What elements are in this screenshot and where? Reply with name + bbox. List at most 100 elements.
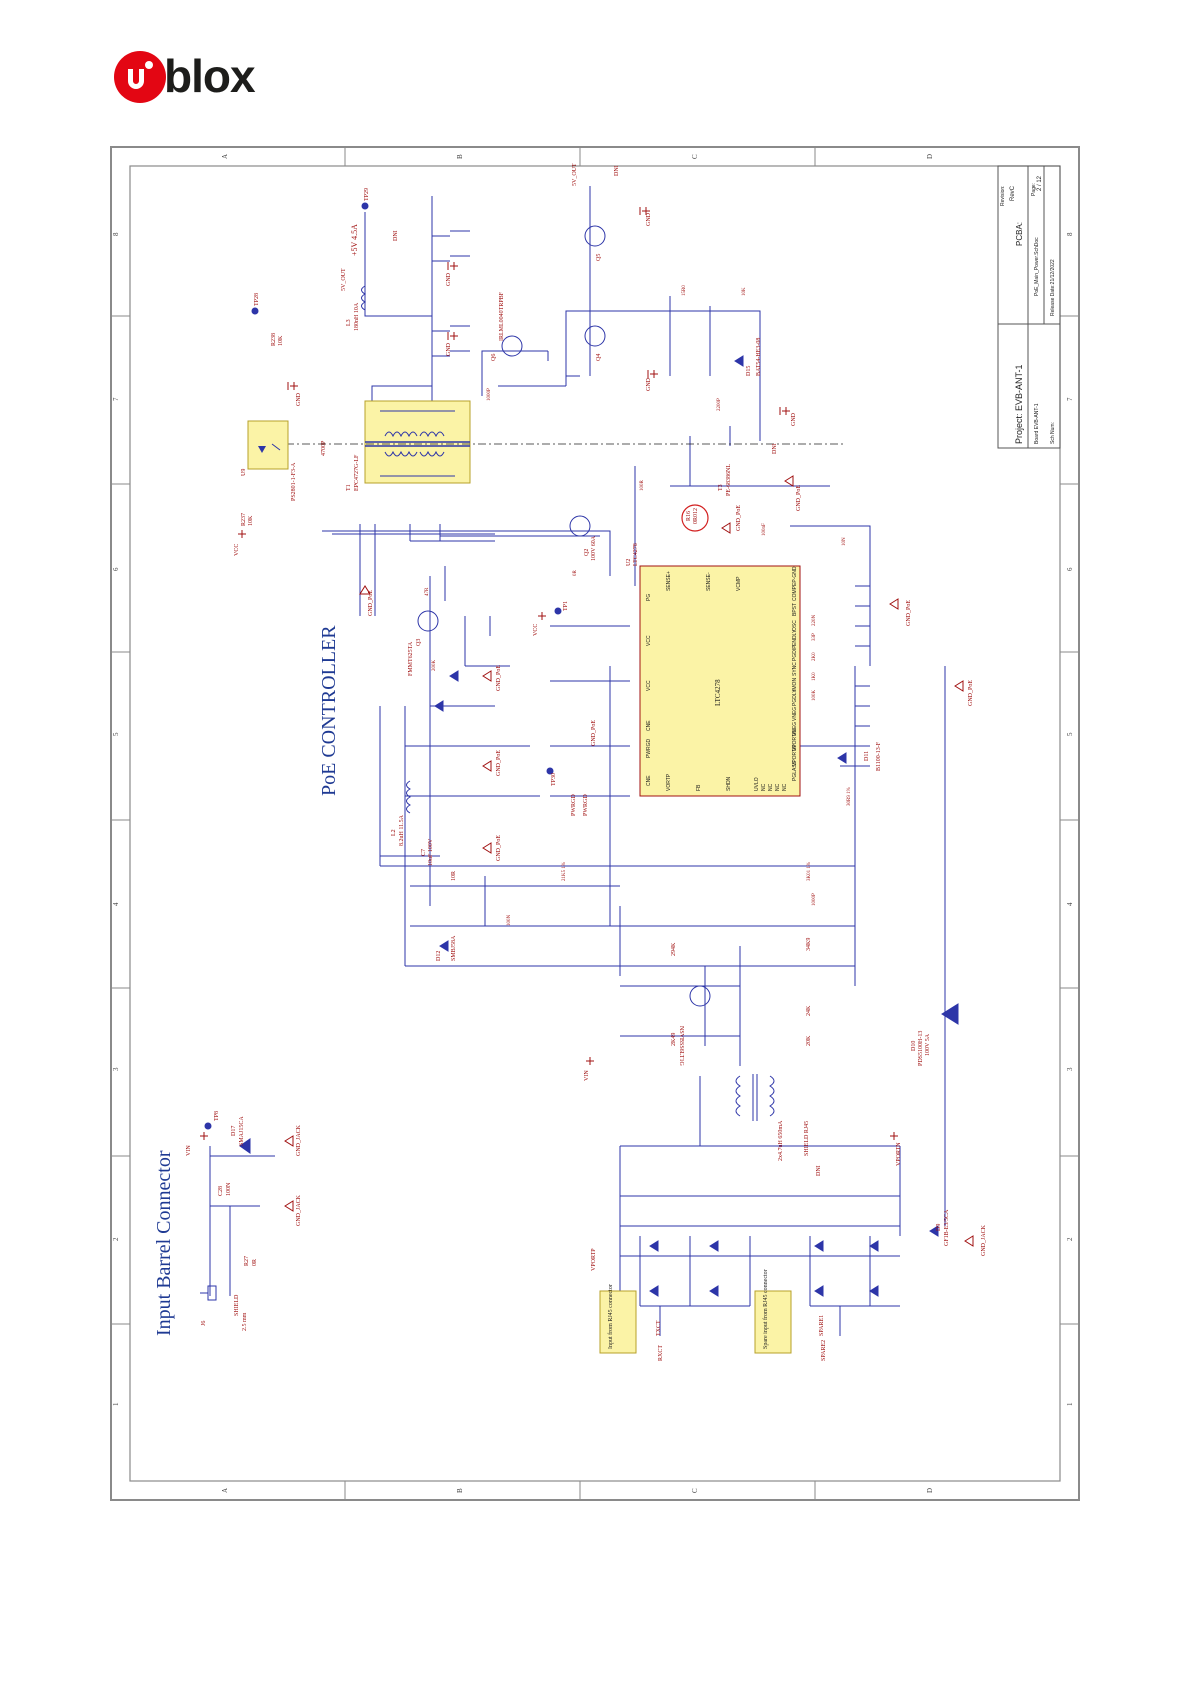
res-value-1: 15R0 <box>682 285 687 296</box>
border-number-6: 6 <box>112 567 120 571</box>
pin-right-2: FB <box>696 784 702 791</box>
border-letter-c-bottom: C <box>691 1488 699 1493</box>
net-vportp: VPORTP <box>591 1248 597 1271</box>
pin-right-3: SHDN <box>726 776 732 791</box>
net-gnd-jack-1: GND_JACK <box>296 1124 302 1156</box>
q4-ref: Q4 <box>596 354 602 361</box>
border-letter-b-bottom: B <box>456 1488 464 1493</box>
ic-ref: U2 <box>626 559 632 566</box>
border-number-3: 3 <box>112 1067 120 1071</box>
net-gnd-jack-3: GND_JACK <box>981 1224 987 1256</box>
cap-value-5: 10N <box>842 537 847 546</box>
diodes <box>239 355 959 1297</box>
res-value-6: 100K <box>812 690 817 702</box>
dni-label-3: DNI <box>772 443 778 454</box>
inductor-l1 <box>735 1074 775 1121</box>
q2-ref: Q2 <box>584 549 590 556</box>
optocoupler-u9: U9 PS2801-1-F3-A <box>241 420 297 501</box>
tp30-dot <box>546 767 554 775</box>
border-number-1-right: 1 <box>1066 1402 1074 1406</box>
res-value-10: 47R <box>425 587 430 596</box>
tp30-label: TP30 <box>551 773 557 786</box>
cap-value-6: 220N <box>812 615 817 627</box>
d12-diode <box>439 940 449 952</box>
net-spare1: SPARE1 <box>819 1315 825 1336</box>
net-gnd-3: GND <box>646 212 652 226</box>
u9-part: PS2801-1-F3-A <box>291 462 297 501</box>
pin-label-4: ENDLY <box>792 629 798 646</box>
d10-ref: D10 <box>911 1041 917 1051</box>
net-gnd-6: GND <box>296 392 302 406</box>
schematic-svg: A B C D A B C D 1 2 3 4 5 6 7 8 1 2 3 <box>110 146 1080 1501</box>
d1-diode <box>649 1240 659 1252</box>
net-vportn: VPORTN <box>896 1142 902 1166</box>
border-letter-d-bottom: D <box>926 1488 934 1493</box>
title-project: Project: EVB-ANT-1 <box>1014 364 1024 444</box>
border-letter-a: A <box>221 154 229 159</box>
ublox-logo: blox <box>112 45 272 109</box>
tp28-dot <box>251 307 259 315</box>
net-gnd-5: GND <box>791 412 797 426</box>
tp1-label: TP1 <box>563 601 569 611</box>
d17-diode <box>239 1138 251 1154</box>
q4-body <box>584 325 606 347</box>
net-vcc-1: VCC <box>234 544 240 556</box>
net-rail: +5V 4.5A <box>350 224 359 256</box>
border-number-7-right: 7 <box>1066 397 1074 401</box>
l2-ref: L2 <box>391 829 397 836</box>
border-numbers: 1 2 3 4 5 6 7 8 1 2 3 4 5 6 7 8 <box>112 232 1074 1406</box>
r16-ref: R16 <box>686 511 692 521</box>
dni-label-2: DNI <box>393 230 399 241</box>
r238-value: 10K <box>278 335 284 346</box>
cap-value-7: 1000P <box>812 893 817 906</box>
net-gnd-4: GND <box>646 377 652 391</box>
border-number-1: 1 <box>112 1402 120 1406</box>
d14-diode <box>449 670 459 682</box>
res-value-2: 10K <box>742 287 747 296</box>
note-1-text: Input from RJ45 connector <box>607 1284 614 1349</box>
q6-ref: Q6 <box>491 354 497 361</box>
title-revision-label: Revision: <box>1000 185 1006 206</box>
d10-diode <box>941 1003 959 1025</box>
pin-top-1: SENSE- <box>706 572 712 591</box>
d5-diode <box>814 1240 824 1252</box>
net-gnd-poe-3: GND_PoE <box>906 600 912 626</box>
d9-part: GF1B-E3/5CA <box>944 1209 950 1246</box>
ground-symbols <box>284 207 974 1247</box>
title-revision: RevC <box>1010 185 1016 201</box>
net-vin-1: VIN <box>584 1070 590 1081</box>
border-number-3-right: 3 <box>1066 1067 1074 1071</box>
border-letter-d: D <box>926 154 934 159</box>
r27-value: 0R <box>252 1259 258 1266</box>
cap-value-3: 100N <box>507 915 512 927</box>
res-value-8: 3K01 1% <box>807 862 812 881</box>
d7-diode <box>869 1240 879 1252</box>
d11-diode <box>837 752 847 764</box>
d3-diode <box>709 1240 719 1252</box>
title-pcba: PCBA: <box>1015 222 1024 246</box>
border-number-4: 4 <box>112 902 120 906</box>
tp1-dot <box>554 607 562 615</box>
net-shield-rj45: SHIELD RJ45 <box>804 1121 810 1156</box>
pin-right-8: NC <box>782 783 788 791</box>
r1-value: 2K49 <box>671 1033 677 1046</box>
j6-ref: J6 <box>201 1321 207 1326</box>
ic-ltc4278: LTC4278 U2 LTC4278 EP-GND COMP BPST OSC … <box>626 543 801 797</box>
net-gnd-1: GND <box>446 272 452 286</box>
l3-ref: L3 <box>346 319 352 326</box>
net-spare2: SPARE2 <box>821 1340 827 1361</box>
note-1: Input from RJ45 connector <box>599 1284 637 1354</box>
c7-value: 10uF 100V <box>428 838 434 866</box>
net-rxct: RXCT <box>658 1345 664 1361</box>
title-release: Release Date:21/12/2022 <box>1050 259 1056 316</box>
d9-ref: D9 <box>936 1224 942 1231</box>
tp8-dot <box>204 1122 212 1130</box>
inner-frame <box>129 165 1061 1482</box>
tp8-label: TP8 <box>214 1111 220 1121</box>
net-vin-2: VIN <box>186 1145 192 1156</box>
q2-value: 100V 60A <box>591 535 597 561</box>
d15-diode <box>734 355 744 367</box>
d12-part: SMBJ58A <box>451 935 457 961</box>
r16-value: 0R012 <box>693 508 699 524</box>
d9-diode <box>929 1225 939 1237</box>
